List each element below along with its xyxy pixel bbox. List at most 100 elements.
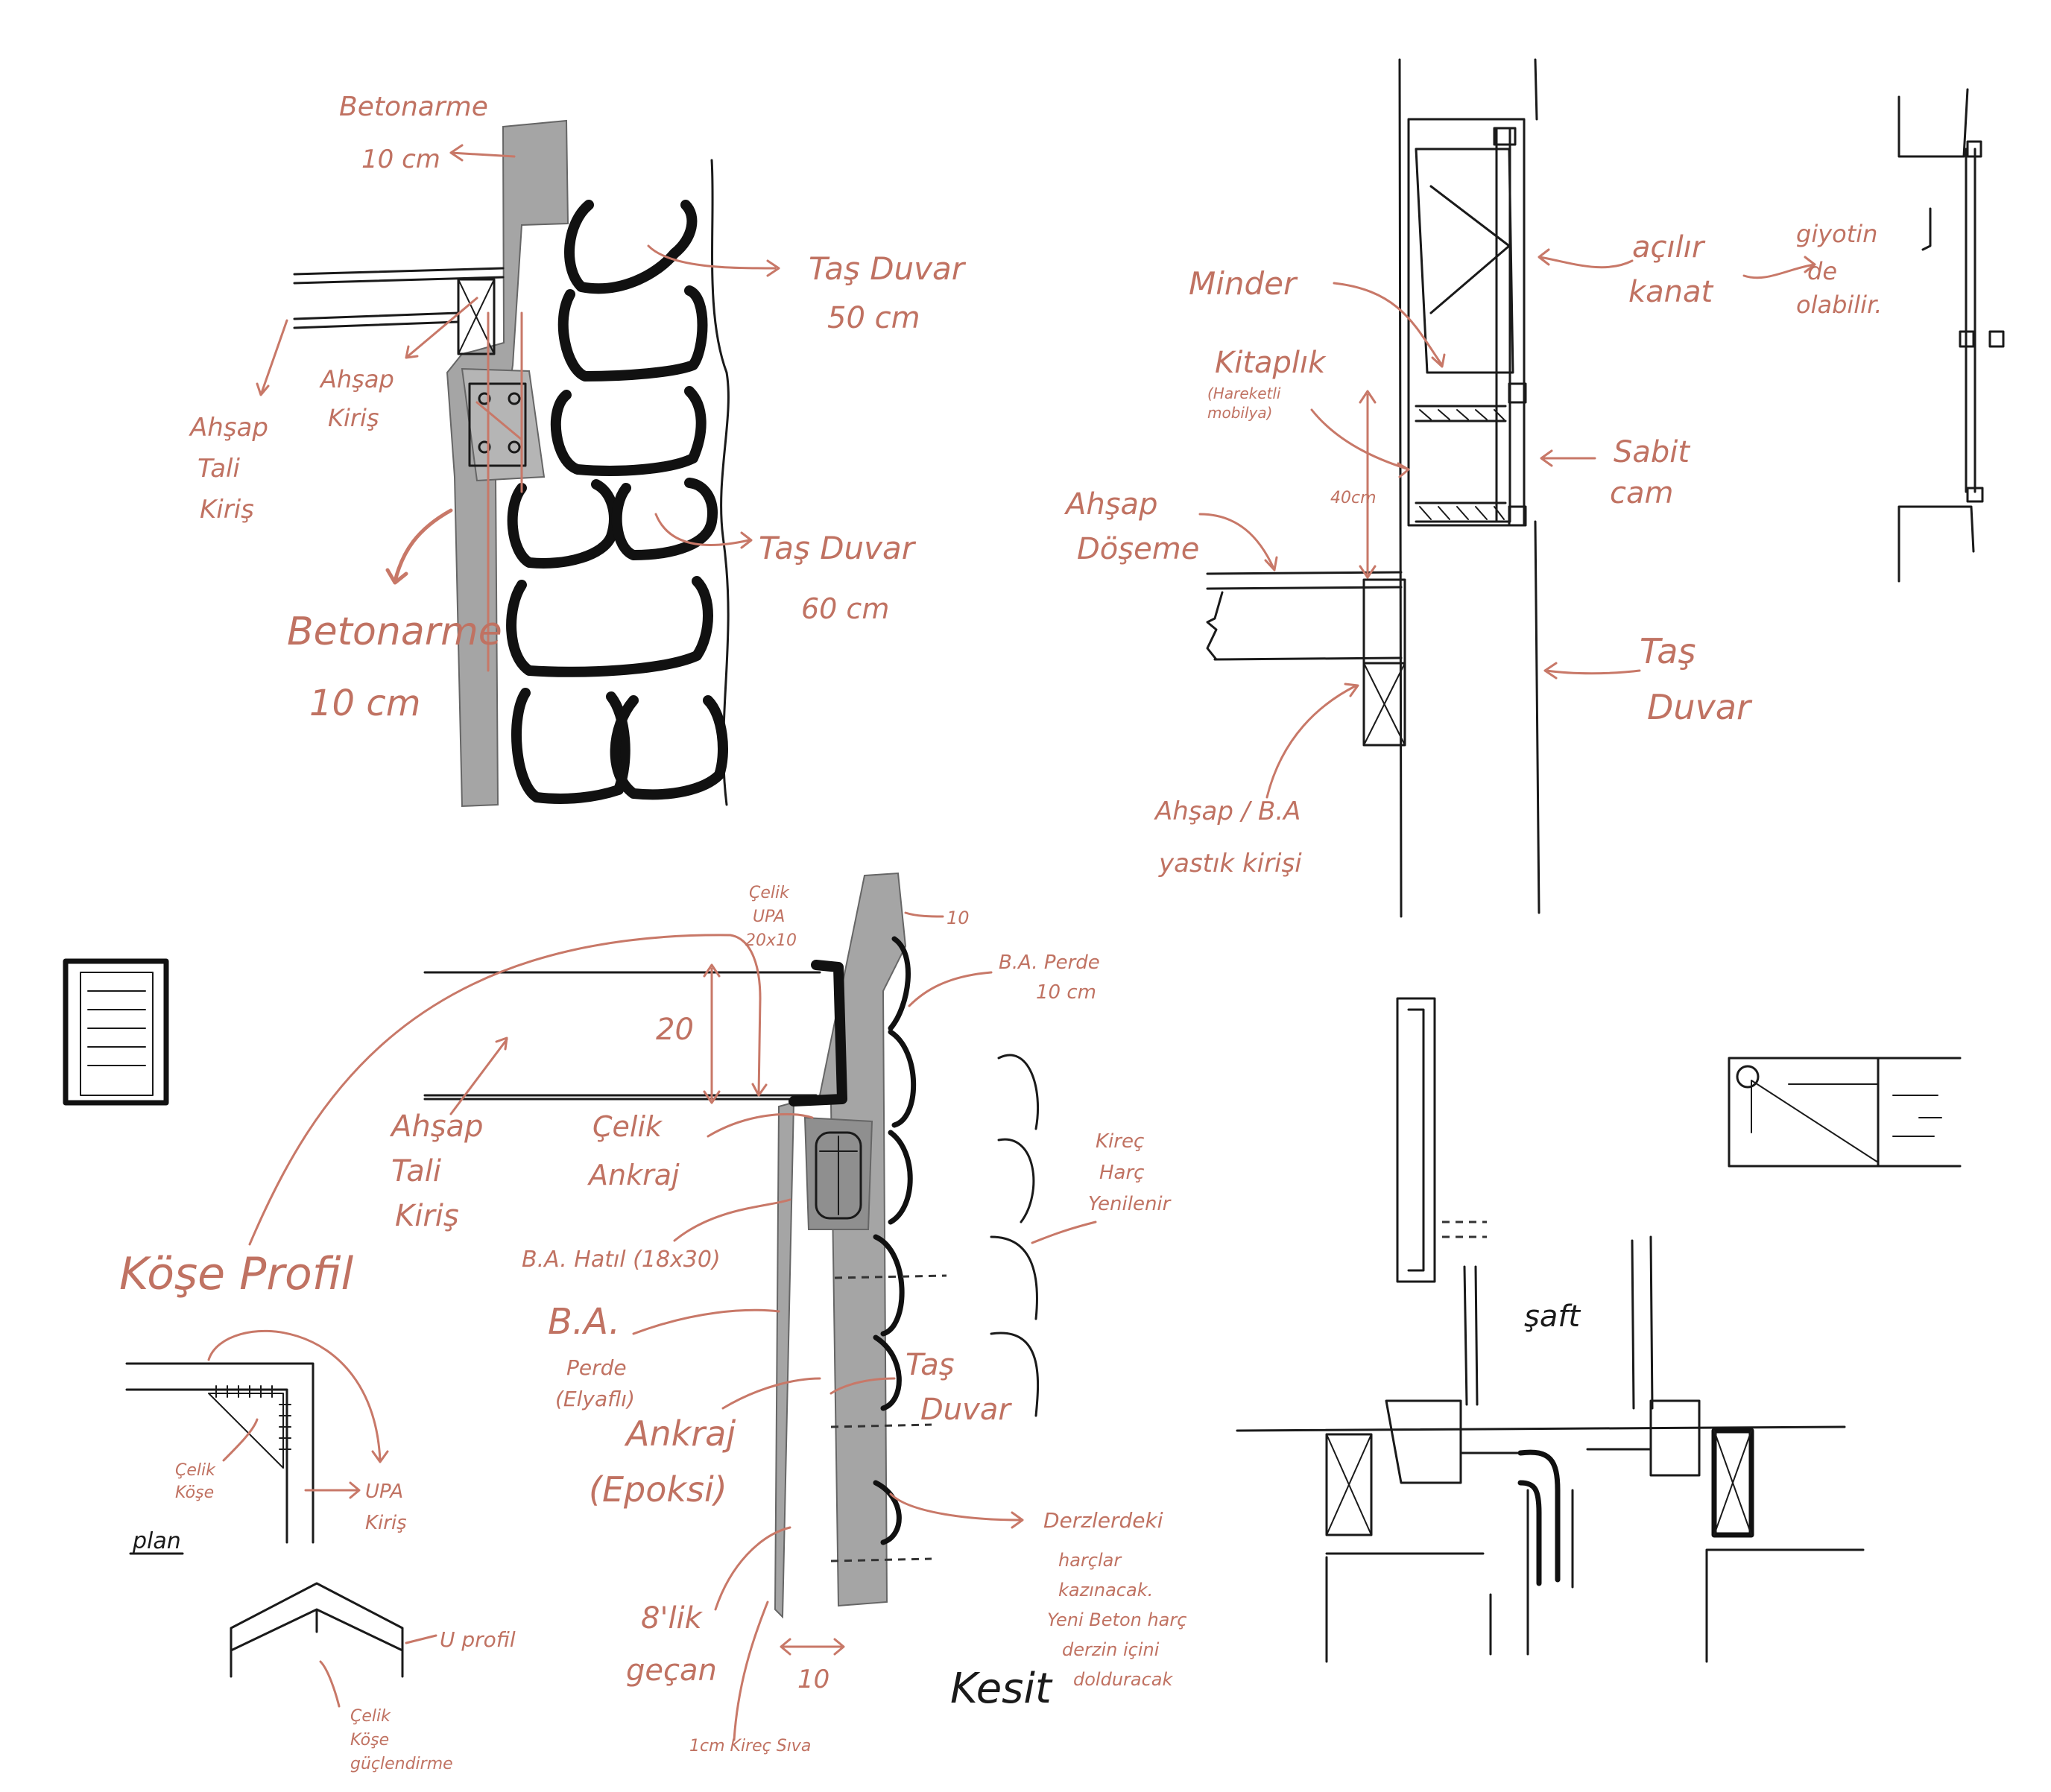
vertical-element [1396, 997, 1436, 1283]
label-betonarme-big: Betonarme [287, 610, 502, 654]
arrow-acilir-kanat [1538, 248, 1634, 269]
stone-joints [873, 936, 917, 1545]
label-saft: şaft [1524, 1299, 1581, 1334]
label-tas-duvar-1: Taş Duvar [809, 250, 967, 287]
shaft-walls [1463, 1235, 1654, 1410]
stone-blocks [506, 200, 728, 804]
arrow-ahsap-doseme [1198, 513, 1278, 572]
label-betonarme-top: Betonarme [339, 92, 488, 122]
label-betonarme-top-dim: 10 cm [361, 145, 440, 174]
timber-beam-lines [293, 267, 505, 329]
bookshelf-hatch [1415, 405, 1507, 523]
label-kitaplik-note: (Hareketli mobilya) [1207, 384, 1286, 422]
label-ankraj-epoksi: Ankraj (Epoksi) [589, 1413, 747, 1510]
label-ahsap-ba-yastik: Ahşap / B.A yastık kirişi [1154, 797, 1309, 878]
window-frame [1407, 118, 1526, 527]
arrow-ba-hatil [673, 1198, 791, 1242]
sketch-1-wall-section: Betonarme 10 cm Taş Duvar 50 cm Ahşap Ki… [189, 92, 967, 808]
timber-tali-beam [423, 971, 821, 1101]
arrow-gesan [714, 1526, 791, 1611]
sketch-2-window-section: Minder açılır kanat giyotin de olabilir.… [1064, 58, 2005, 918]
arrow-betonarme-big [385, 508, 453, 585]
steel-upa-profile [789, 960, 847, 1106]
detail-box [1728, 1057, 1962, 1168]
small-elevation [1897, 88, 1976, 583]
arrow-ahsap-kiris [405, 297, 478, 359]
arrow-giyotin [1742, 256, 1816, 279]
label-giyotin: giyotin de olabilir. [1796, 220, 1886, 319]
label-ahsap-kiris: Ahşap Kiriş [319, 365, 402, 432]
label-ahsap-tali-kiris: Ahşap Tali Kiriş [389, 1109, 493, 1233]
arrow-minder [1333, 282, 1446, 368]
label-tas-duvar-2: Taş Duvar [759, 530, 917, 566]
label-dim-40cm: 40cm [1330, 489, 1377, 507]
arrow-sabit-cam [1540, 449, 1596, 467]
arrow-ankraj-epoksi [721, 1377, 821, 1410]
label-dim-10-top: 10 [947, 908, 970, 928]
label-kose-profil: Köşe Profil [119, 1248, 353, 1300]
arrow-tas-duvar [1543, 662, 1641, 680]
label-acilir-kanat: açılır kanat [1628, 230, 1714, 309]
label-ahsap-doseme: Ahşap Döşeme [1064, 487, 1199, 566]
label-celik-upa: Çelik UPA 20x10 [745, 884, 797, 950]
arrow-tas-duvar-2 [654, 513, 753, 549]
arrow-kose-profil [248, 934, 768, 1246]
label-dim-10-bottom: 10 [797, 1665, 829, 1694]
arrow-derz [889, 1492, 1024, 1529]
label-sabit-cam: Sabit cam [1610, 435, 1699, 510]
sketch-3-kesit: Çelik UPA 20x10 10 B.A. Perde 10 cm 20 A… [63, 872, 1186, 1773]
dim-10-top [904, 911, 944, 918]
arrow-celik-kose [222, 1418, 259, 1462]
floor-slab [1206, 571, 1403, 661]
left-joist-box [1325, 1433, 1373, 1536]
label-u-profil: U profil [440, 1627, 516, 1652]
label-celik-kose-guclendirme: Çelik Köşe güçlendirme [350, 1707, 453, 1773]
label-betonarme-big-dim: 10 cm [309, 683, 420, 724]
label-dim-20: 20 [656, 1013, 694, 1047]
label-plan: plan [132, 1528, 181, 1554]
label-tas-duvar-k: Taş Duvar [906, 1348, 1012, 1427]
label-celik-kose: Çelik Köşe [175, 1461, 221, 1502]
arrow-celik-ankraj [707, 1112, 814, 1138]
arrow-yastik-kirisi [1265, 683, 1359, 799]
label-ba-hatil: B.A. Hatıl (18x30) [522, 1247, 721, 1273]
label-tas-duvar-2-dim: 60 cm [801, 592, 889, 625]
arrow-upa-kiris [304, 1481, 361, 1499]
dim-40cm [1359, 390, 1377, 579]
label-upa-kiris: UPA Kiriş [365, 1481, 409, 1534]
arrow-kirec-siva [733, 1601, 769, 1741]
arrow-celik-kose-guc [319, 1660, 341, 1708]
arrow-ahsap-tali [449, 1036, 508, 1115]
label-kesit: Kesit [950, 1665, 1053, 1713]
arrow-kose-to-upa [207, 1329, 389, 1463]
label-kitaplik: Kitaplık [1215, 346, 1327, 380]
arrow-tas-duvar-k [829, 1377, 896, 1395]
plan-corner [125, 1362, 315, 1544]
dim-20 [703, 963, 721, 1104]
wall-outer-line [710, 159, 730, 806]
drain-fittings [1385, 1399, 1701, 1484]
arrow-kirec-harc [1031, 1220, 1097, 1244]
anchor-dashes [830, 1274, 947, 1563]
stone-outline [990, 1054, 1040, 1417]
u-profile-iso [230, 1582, 404, 1678]
label-ba-perde-elyaf: B.A. Perde (Elyaflı) [548, 1301, 638, 1411]
steel-anchor-plate [815, 1131, 862, 1220]
arrow-ba-perde [632, 1308, 780, 1335]
arrow-u-profil [405, 1634, 437, 1644]
arrow-tas-duvar-1 [647, 244, 780, 277]
sketch-4-shaft-detail: şaft [1236, 997, 1962, 1663]
wall-lines [1398, 58, 1540, 918]
timber-joist-box [457, 278, 496, 355]
label-gesan: 8'lik geçan [626, 1601, 717, 1688]
arrow-ahsap-tali [256, 319, 288, 396]
concrete-wall-strip [446, 119, 569, 808]
floor-line [1236, 1425, 1846, 1432]
arrow-ba-perde-10 [908, 971, 993, 1007]
arrow-kitaplik [1310, 408, 1410, 478]
label-tas-duvar-1-dim: 50 cm [827, 301, 920, 335]
dim-10-bottom [780, 1638, 845, 1656]
cushion-box [1415, 148, 1514, 374]
label-celik-ankraj: Çelik Ankraj [587, 1110, 680, 1191]
